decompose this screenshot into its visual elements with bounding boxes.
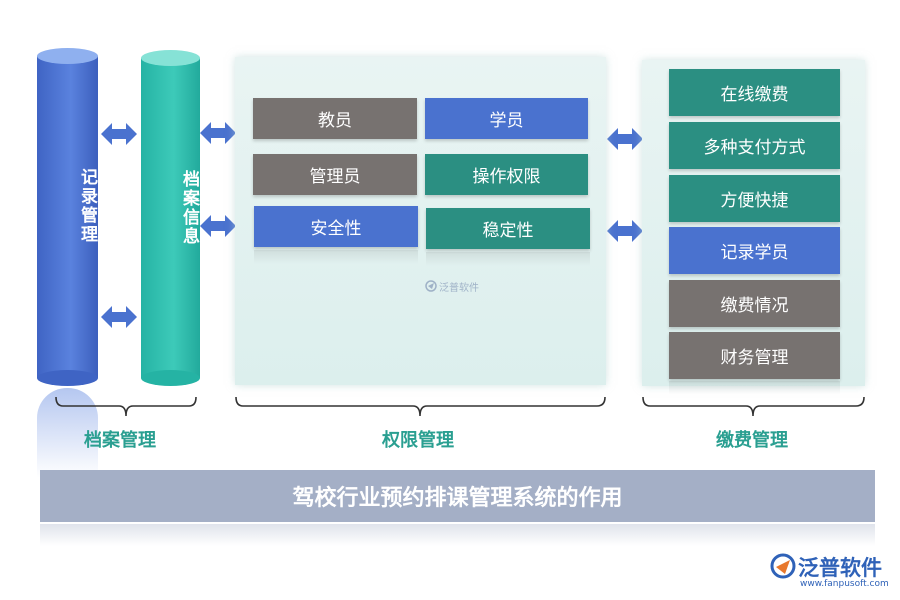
permission-item: 学员 <box>425 98 588 139</box>
double-arrow-icon <box>200 215 236 237</box>
archive-group-label: 档案管理 <box>84 430 156 451</box>
fanpu-logo: 泛普软件 www.fanpusoft.com <box>770 550 895 592</box>
permission-brace <box>235 396 606 417</box>
permission-item: 稳定性 <box>426 208 590 249</box>
archive-brace <box>55 396 197 417</box>
cylinder-reflection <box>37 388 98 478</box>
payment-group-label: 缴费管理 <box>716 430 788 451</box>
double-arrow-icon <box>607 220 643 242</box>
permission-item: 安全性 <box>254 206 418 247</box>
double-arrow-icon <box>101 123 137 145</box>
payment-item: 在线缴费 <box>669 69 840 116</box>
watermark-text: 泛普软件 <box>439 283 479 294</box>
payment-item: 缴费情况 <box>669 280 840 327</box>
permission-item: 管理员 <box>253 154 417 195</box>
box-reflection <box>254 250 418 264</box>
permission-item: 教员 <box>253 98 417 139</box>
record-management-label: 记录管理 <box>77 168 97 244</box>
double-arrow-icon <box>200 122 236 144</box>
payment-brace <box>642 396 865 417</box>
logo-name: 泛普软件 <box>798 556 882 580</box>
payment-item: 财务管理 <box>669 332 840 379</box>
permission-group-label: 权限管理 <box>382 430 454 451</box>
payment-item: 记录学员 <box>669 227 840 274</box>
logo-icon <box>770 553 796 579</box>
box-reflection <box>669 381 840 395</box>
archive-info-cylinder: 档案信息 <box>141 50 200 386</box>
record-management-cylinder: 记录管理 <box>37 48 98 386</box>
payment-item: 方便快捷 <box>669 175 840 222</box>
logo-url: www.fanpusoft.com <box>800 579 889 589</box>
logo-icon <box>425 280 437 292</box>
double-arrow-icon <box>101 306 137 328</box>
payment-item: 多种支付方式 <box>669 122 840 169</box>
permission-item: 操作权限 <box>425 154 588 195</box>
diagram-title: 驾校行业预约排课管理系统的作用 <box>40 470 875 522</box>
title-reflection <box>40 524 875 546</box>
watermark-logo: 泛普软件 <box>423 279 493 295</box>
box-reflection <box>426 252 590 266</box>
double-arrow-icon <box>607 128 643 150</box>
archive-info-label: 档案信息 <box>179 170 199 246</box>
